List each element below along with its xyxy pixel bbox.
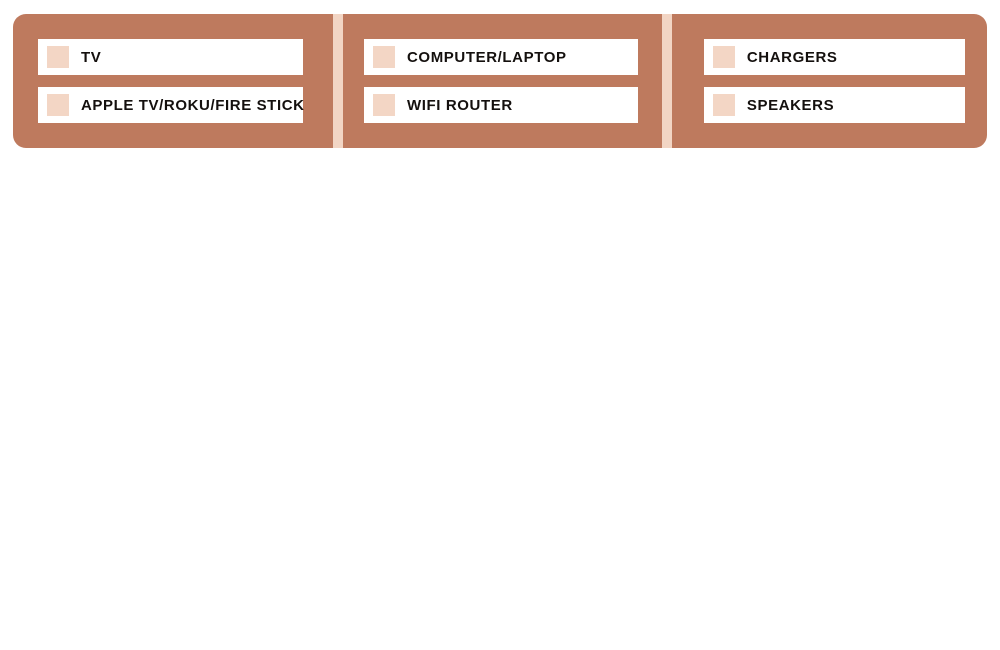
- checklist-row[interactable]: COMPUTER/LAPTOP: [364, 39, 638, 75]
- checklist-item-label: APPLE TV/ROKU/FIRE STICK: [81, 96, 305, 114]
- checklist-item-label: WIFI ROUTER: [407, 96, 513, 114]
- checklist-item-label: SPEAKERS: [746, 96, 835, 114]
- panel-divider: [333, 14, 343, 148]
- checkbox-icon[interactable]: [712, 94, 735, 116]
- checklist-panel-2: COMPUTER/LAPTOP WIFI ROUTER: [343, 14, 662, 148]
- checklist-row[interactable]: CHARGERS: [703, 39, 965, 75]
- checkbox-icon[interactable]: [373, 46, 395, 68]
- checklist-item-label: TV: [81, 48, 102, 66]
- checklist-item-label: COMPUTER/LAPTOP: [407, 48, 567, 66]
- panel-divider: [661, 14, 672, 148]
- checklist-row[interactable]: SPEAKERS: [703, 87, 965, 123]
- checklist-board: TV APPLE TV/ROKU/FIRE STICK COMPUTER/LAP…: [13, 14, 987, 148]
- checklist-panel-3: CHARGERS SPEAKERS: [672, 14, 987, 148]
- checklist-panel-1: TV APPLE TV/ROKU/FIRE STICK: [13, 14, 333, 148]
- checkbox-icon[interactable]: [712, 46, 735, 68]
- checklist-row[interactable]: APPLE TV/ROKU/FIRE STICK: [38, 87, 305, 123]
- checkbox-icon[interactable]: [47, 46, 69, 68]
- checkbox-icon[interactable]: [47, 94, 69, 116]
- checklist-row[interactable]: TV: [38, 39, 303, 75]
- checklist-row[interactable]: WIFI ROUTER: [364, 87, 638, 123]
- checkbox-icon[interactable]: [373, 94, 395, 116]
- checklist-item-label: CHARGERS: [746, 48, 838, 66]
